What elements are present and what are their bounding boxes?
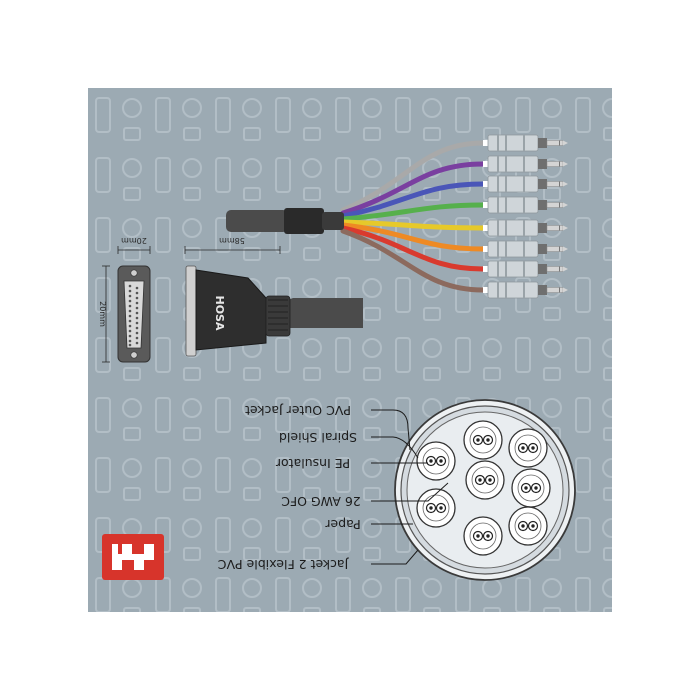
- hosa-logo-icon: [102, 534, 164, 580]
- dimension-lines: [102, 246, 281, 363]
- callout-pe-insulator: PE Insulator: [275, 456, 350, 471]
- callout-26-awg-ofc: 26 AWG OFC: [281, 494, 361, 509]
- cable-cross-section-icon: [394, 399, 576, 581]
- wire-6: [340, 222, 486, 252]
- callout-leaders: [371, 409, 449, 565]
- db25-side-connector: [185, 265, 363, 357]
- callout-pvc-outer-jacket: PVC Outer Jacket: [245, 403, 351, 418]
- connector-brand-label: HOSA: [213, 296, 226, 331]
- wire-1: [340, 140, 486, 213]
- wire-8: [340, 228, 486, 293]
- diagram-panel: 20mm 20mm 58mm HOSA PVC Outer Jacket Spi…: [88, 88, 612, 612]
- db25-connector-icon: [117, 265, 151, 363]
- wire-7: [340, 225, 486, 272]
- wire-5: [340, 219, 486, 231]
- cable-diagram: 20mm 20mm 58mm HOSA PVC Outer Jacket Spi…: [88, 88, 612, 612]
- shell-length-label: 58mm: [219, 236, 245, 245]
- fanout-wires: [340, 140, 486, 293]
- connector-height-label: 20mm: [98, 301, 107, 327]
- breakout-cable: [226, 208, 344, 234]
- wire-3: [340, 181, 486, 219]
- callout-spiral-shield: Spiral Shield: [279, 430, 357, 445]
- callout-jacket-2-flexible-pvc: Jacket 2 Flexible PVC: [218, 557, 350, 572]
- connector-width-label: 20mm: [121, 236, 147, 245]
- wire-4: [340, 202, 486, 222]
- wire-2: [340, 161, 486, 216]
- callout-paper: Paper: [324, 517, 360, 532]
